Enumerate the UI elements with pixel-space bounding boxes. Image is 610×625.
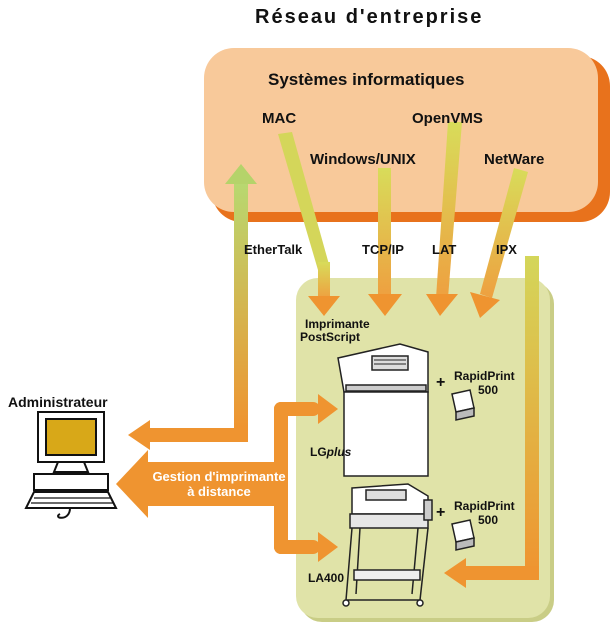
protocol-ethertalk: EtherTalk — [244, 242, 303, 257]
rapidprint-model-2: 500 — [478, 513, 499, 527]
os-windows-unix: Windows/UNIX — [310, 151, 416, 168]
rapidprint-device-icon — [451, 389, 475, 421]
os-mac: MAC — [262, 110, 297, 127]
la400-printer-icon — [342, 483, 433, 607]
ipx-netware-arrow — [470, 168, 528, 318]
lgplus-prefix: LG — [310, 445, 327, 459]
protocol-tcpip: TCP/IP — [362, 242, 404, 257]
lgplus-suffix: plus — [326, 445, 352, 459]
systems-heading: Systèmes informatiques — [268, 70, 465, 89]
postscript-label-line1: Imprimante — [305, 317, 370, 331]
rapidprint-plus-2: + — [436, 504, 446, 521]
rapidprint-name-2: RapidPrint — [454, 499, 515, 513]
remote-management-label: Gestion d'imprimante à distance — [152, 469, 286, 499]
os-openvms: OpenVMS — [412, 110, 483, 127]
postscript-label-line2: PostScript — [300, 330, 361, 344]
la400-label: LA400 — [308, 571, 345, 585]
os-netware: NetWare — [484, 151, 545, 168]
protocol-ipx: IPX — [496, 242, 517, 257]
network-title: Réseau d'entreprise — [255, 6, 484, 28]
ethertalk-arrow — [278, 132, 340, 316]
rapidprint-name-1: RapidPrint — [454, 369, 515, 383]
ipx-return-arrow — [444, 256, 539, 588]
tcpip-arrow — [368, 168, 402, 316]
administrator-label: Administrateur — [8, 394, 108, 410]
remote-management-arrow — [116, 394, 338, 562]
rapidprint-model-1: 500 — [478, 383, 499, 397]
admin-network-arrow — [128, 164, 257, 450]
remote-management-line1: Gestion d'imprimante — [152, 469, 286, 484]
lat-arrow — [426, 122, 462, 316]
protocol-lat: LAT — [432, 242, 457, 257]
rapidprint-plus-1: + — [436, 374, 446, 391]
rapidprint-device-icon-2 — [451, 519, 475, 551]
remote-management-line2: à distance — [187, 484, 251, 499]
lgplus-label: LGplus — [310, 446, 351, 459]
lgplus-printer-icon — [337, 343, 429, 477]
computer-icon — [24, 411, 118, 519]
